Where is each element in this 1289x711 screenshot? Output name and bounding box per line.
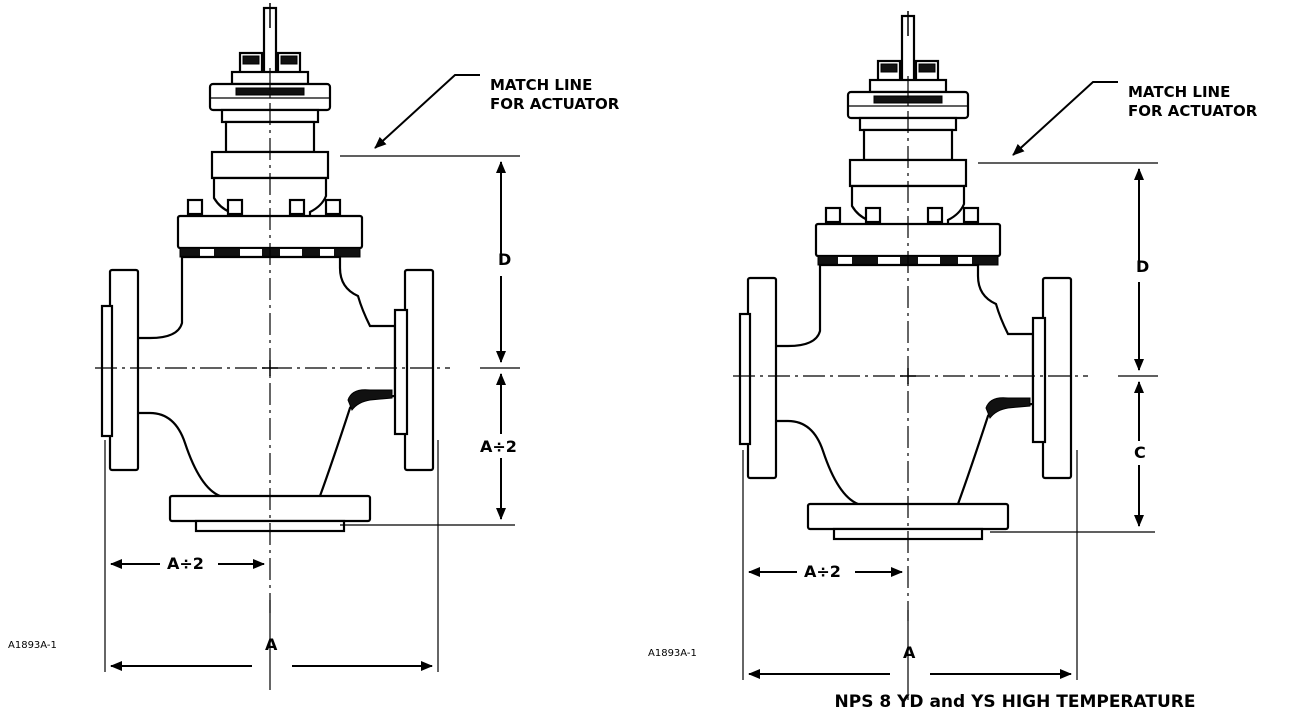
right-figure-code: A1893A-1 [648, 648, 697, 659]
left-callout-line2: FOR ACTUATOR [490, 95, 620, 113]
right-valve-body [731, 9, 1090, 623]
left-callout-arrow [374, 74, 480, 149]
right-dim-lower: C [1134, 443, 1146, 462]
right-callout-arrow [1012, 81, 1118, 156]
right-callout-line1: MATCH LINE [1128, 83, 1230, 101]
left-dim-half: A÷2 [167, 554, 204, 573]
right-figure: MATCH LINE FOR ACTUATOR D C A÷2 A A1893A… [648, 9, 1258, 711]
left-dim-full: A [265, 635, 278, 654]
right-dim-d: D [1136, 257, 1149, 276]
left-valve-body [93, 1, 452, 615]
right-figure-caption: NPS 8 YD and YS HIGH TEMPERATURE [835, 692, 1196, 711]
right-dim-full: A [903, 643, 916, 662]
left-figure: MATCH LINE FOR ACTUATOR D A÷2 A÷2 A A189… [8, 1, 620, 690]
left-callout-line1: MATCH LINE [490, 76, 592, 94]
left-dim-lower: A÷2 [480, 437, 517, 456]
right-callout-line2: FOR ACTUATOR [1128, 102, 1258, 120]
left-dim-d: D [498, 250, 511, 269]
left-figure-code: A1893A-1 [8, 640, 57, 651]
right-dim-half: A÷2 [804, 562, 841, 581]
